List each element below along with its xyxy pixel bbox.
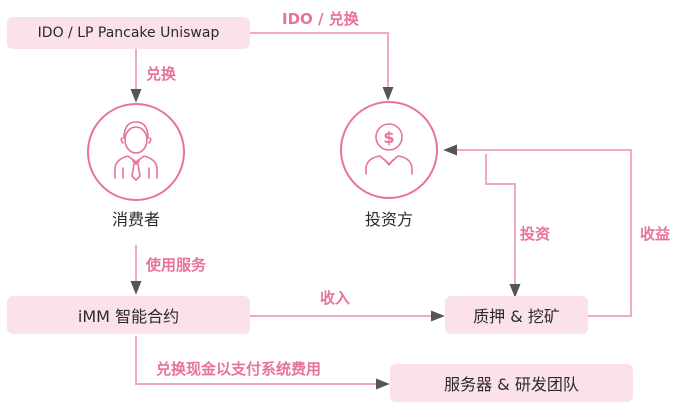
- edge-label-ido-exchange: IDO / 兑换: [282, 10, 359, 28]
- edge-label-exchange: 兑换: [146, 65, 177, 83]
- edge-source-to-investor: [250, 32, 394, 101]
- investor-label: 投资方: [365, 210, 414, 229]
- edge-label-use-service: 使用服务: [146, 256, 207, 274]
- team-box: 服务器 & 研发团队: [390, 364, 633, 402]
- edge-label-invest: 投资: [520, 225, 551, 243]
- edge-investor-to-staking: [485, 154, 521, 298]
- consumer-label: 消费者: [112, 210, 161, 229]
- source-label: IDO / LP Pancake Uniswap: [37, 25, 220, 41]
- staking-label: 质押 & 挖矿: [473, 307, 560, 326]
- edge-staking-to-investor: [443, 144, 632, 317]
- edge-label-income: 收入: [320, 289, 351, 307]
- edge-label-earnings: 收益: [640, 225, 671, 243]
- source-box: IDO / LP Pancake Uniswap: [7, 17, 250, 49]
- edge-label-cash-exchange: 兑换现金以支付系统费用: [156, 360, 322, 378]
- staking-box: 质押 & 挖矿: [445, 296, 588, 334]
- person-with-tie-icon: [87, 103, 185, 201]
- imm-box: iMM 智能合约: [7, 296, 250, 334]
- svg-text:$: $: [383, 128, 394, 147]
- investor-dollar-icon: $: [340, 101, 438, 199]
- imm-label: iMM 智能合约: [77, 307, 180, 326]
- team-label: 服务器 & 研发团队: [444, 375, 579, 394]
- edge-imm-to-team: [135, 336, 390, 390]
